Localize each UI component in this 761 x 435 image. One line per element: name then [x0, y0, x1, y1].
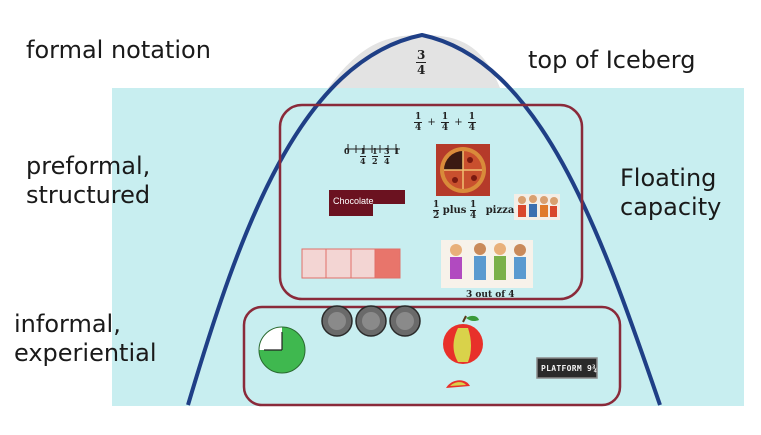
nl-label: 4: [384, 156, 390, 166]
platform-sign: [536, 357, 598, 379]
tip-fraction: 3 4: [416, 48, 427, 77]
apple-image: [443, 315, 483, 388]
label-floating-capacity: Floating capacity: [620, 164, 750, 222]
label-preformal-line2: structured: [26, 180, 151, 209]
label-informal-line2: experiential: [14, 338, 157, 367]
nl-label: 1: [394, 146, 400, 156]
sum-plus: +: [427, 117, 436, 128]
nl-label: 1: [372, 146, 378, 157]
iceberg-outline: [186, 32, 662, 406]
preformal-box: [278, 103, 584, 301]
sum-plus: +: [454, 117, 463, 128]
children-group-image: [514, 194, 560, 220]
chocolate-label: Chocolate: [333, 196, 374, 206]
nl-label: 4: [360, 156, 366, 166]
quarter-coins: [321, 305, 421, 337]
platform-sign-text: PLATFORM 9¾: [541, 364, 598, 373]
number-line: [346, 144, 400, 154]
nl-label: 2: [372, 156, 378, 166]
label-floating-line1: Floating: [620, 164, 717, 192]
nl-label: 1: [360, 146, 366, 157]
iceberg-tip: [328, 35, 500, 88]
pizza-image: [436, 144, 490, 196]
chocolate-bar-image: [329, 190, 405, 216]
nl-label: 0: [344, 146, 350, 156]
plus-word: plus: [442, 205, 467, 216]
label-floating-line2: capacity: [620, 192, 722, 221]
clock-quarter-image: [258, 326, 306, 374]
label-formal-notation: formal notation: [26, 36, 211, 64]
label-informal-line1: informal,: [14, 310, 121, 338]
tip-fraction-numerator: 3: [416, 48, 427, 63]
label-preformal: preformal, structured: [26, 152, 226, 210]
tip-fraction-denominator: 4: [417, 63, 426, 77]
water-region: [112, 88, 744, 406]
people-caption: 3 out of 4: [466, 290, 515, 300]
label-preformal-line1: preformal,: [26, 152, 151, 180]
fraction-bar: [301, 248, 401, 279]
nl-label: 3: [384, 146, 390, 157]
four-people-image: [441, 240, 533, 288]
pizza-word: pizza: [485, 205, 515, 216]
informal-box: [242, 305, 622, 407]
label-top-of-iceberg: top of Iceberg: [528, 46, 696, 74]
label-informal: informal, experiential: [14, 310, 214, 368]
